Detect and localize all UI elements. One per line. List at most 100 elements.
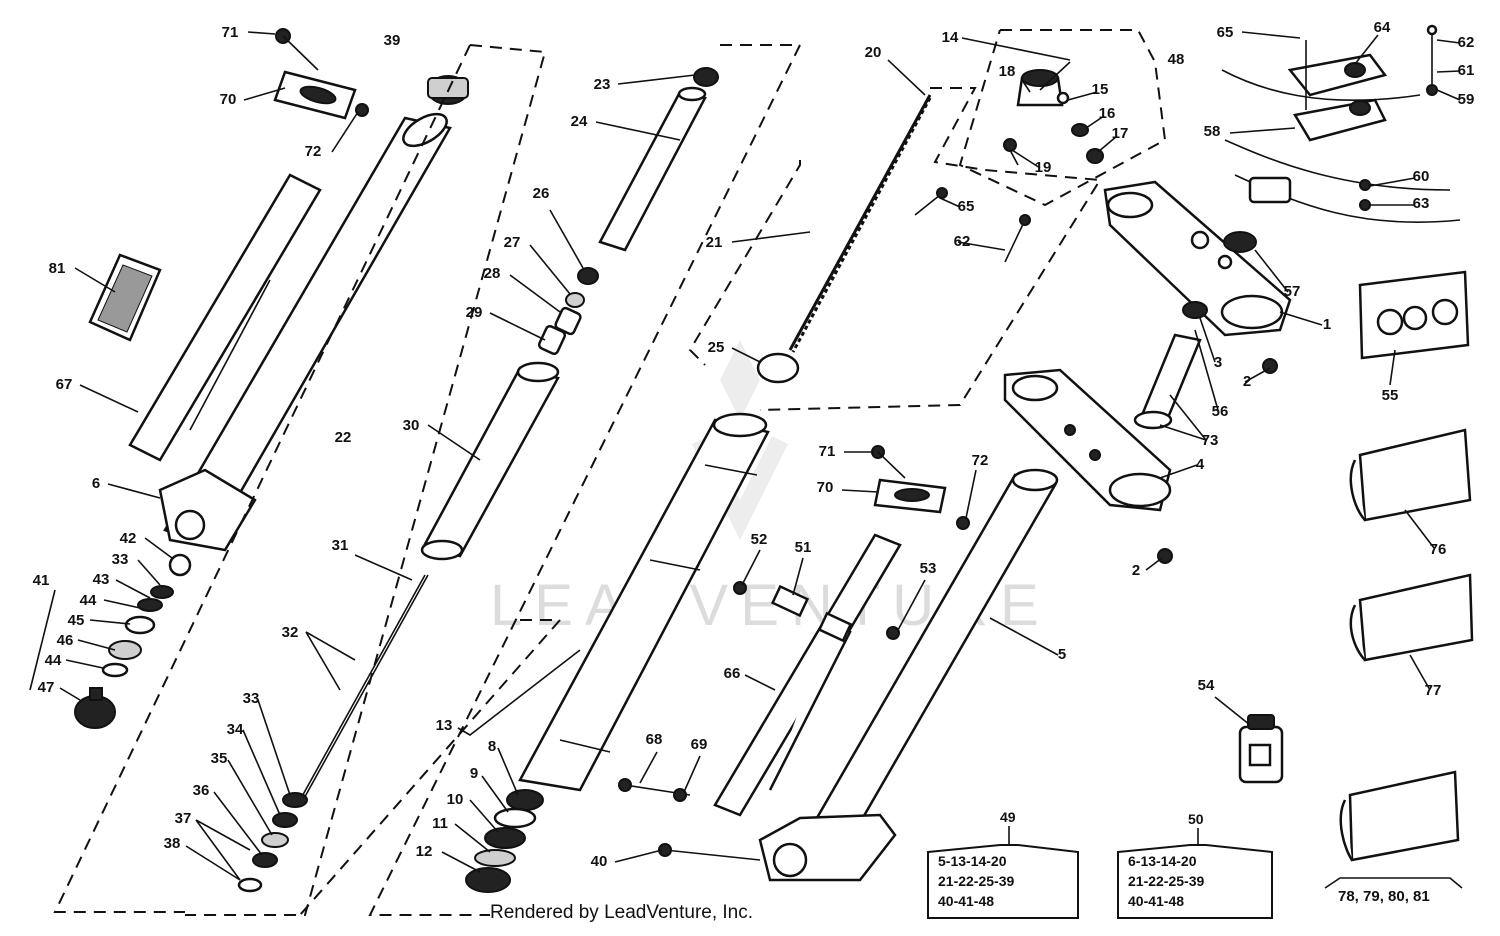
accessory-range-label: 78, 79, 80, 81 (1338, 888, 1430, 905)
callout-23: 23 (594, 76, 611, 93)
callout-41: 41 (33, 572, 50, 589)
callout-53: 53 (920, 560, 937, 577)
damper-rod-group (53, 44, 719, 916)
callout-44: 44 (80, 592, 97, 609)
callout-77: 77 (1425, 682, 1442, 699)
callout-2: 2 (1132, 562, 1140, 579)
callout-33: 33 (243, 690, 260, 707)
callout-29: 29 (466, 304, 483, 321)
callout-28: 28 (484, 265, 501, 282)
callout-63: 63 (1413, 195, 1430, 212)
callout-40: 40 (591, 853, 608, 870)
callout-51: 51 (795, 539, 812, 556)
callout-30: 30 (403, 417, 420, 434)
footer-credit: Rendered by LeadVenture, Inc. (490, 902, 754, 923)
callout-4: 4 (1196, 456, 1205, 473)
callout-54: 54 (1198, 677, 1215, 694)
callout-60: 60 (1413, 168, 1430, 185)
callout-70: 70 (220, 91, 237, 108)
callout-81: 81 (49, 260, 66, 277)
callout-27: 27 (504, 234, 521, 251)
callout-65: 65 (1217, 24, 1234, 41)
callout-19: 19 (1035, 159, 1052, 176)
callout-17: 17 (1112, 125, 1129, 142)
callout-32: 32 (282, 624, 299, 641)
callout-52: 52 (751, 531, 768, 548)
callout-24: 24 (571, 113, 588, 130)
callout-43: 43 (93, 571, 110, 588)
callout-76: 76 (1430, 541, 1447, 558)
callout-25: 25 (708, 339, 725, 356)
kit-line: 6-13-14-20 (1128, 853, 1197, 869)
callout-66: 66 (724, 665, 741, 682)
callout-2: 2 (1243, 373, 1251, 390)
callout-71: 71 (222, 24, 239, 41)
callout-42: 42 (120, 530, 137, 547)
callout-62: 62 (954, 233, 971, 250)
callout-69: 69 (691, 736, 708, 753)
callout-33: 33 (112, 551, 129, 568)
callout-68: 68 (646, 731, 663, 748)
callout-62: 62 (1458, 34, 1475, 51)
right-outer-tube-group (618, 445, 1059, 882)
callout-55: 55 (1382, 387, 1399, 404)
kit-line: 5-13-14-20 (938, 853, 1007, 869)
callout-14: 14 (942, 29, 959, 46)
kit-line: 21-22-25-39 (1128, 873, 1204, 889)
kit-line: 40-41-48 (1128, 893, 1184, 909)
callout-1: 1 (1323, 316, 1331, 333)
kit-line: 40-41-48 (938, 893, 994, 909)
callout-15: 15 (1092, 81, 1109, 98)
callout-34: 34 (227, 721, 244, 738)
callout-31: 31 (332, 537, 349, 554)
accessories-group (1238, 270, 1474, 889)
callout-26: 26 (533, 185, 550, 202)
callout-36: 36 (193, 782, 210, 799)
callout-47: 47 (38, 679, 55, 696)
top-cap-group (958, 29, 1167, 207)
callout-45: 45 (68, 612, 85, 629)
callout-13: 13 (436, 717, 453, 734)
triple-clamp-group (1003, 180, 1292, 564)
callout-48: 48 (1168, 51, 1185, 68)
callout-73: 73 (1202, 432, 1219, 449)
callout-61: 61 (1458, 62, 1475, 79)
kit-line: 21-22-25-39 (938, 873, 1014, 889)
callout-39: 39 (384, 32, 401, 49)
callout-46: 46 (57, 632, 74, 649)
bolts-mid (914, 187, 1031, 263)
callout-65: 65 (958, 198, 975, 215)
callout-58: 58 (1204, 123, 1221, 140)
callout-9: 9 (470, 765, 478, 782)
callout-3: 3 (1214, 354, 1222, 371)
leader-lines (29, 31, 1461, 881)
callout-20: 20 (865, 44, 882, 61)
handlebar-clamp-group (1221, 24, 1461, 223)
callout-57: 57 (1284, 283, 1301, 300)
callout-44: 44 (45, 652, 62, 669)
callout-64: 64 (1374, 19, 1391, 36)
callout-18: 18 (999, 63, 1016, 80)
callout-37: 37 (175, 810, 192, 827)
callout-38: 38 (164, 835, 181, 852)
callout-16: 16 (1099, 105, 1116, 122)
callout-22: 22 (335, 429, 352, 446)
callout-35: 35 (211, 750, 228, 767)
kit-box-49: 49 5-13-14-20 21-22-25-39 40-41-48 (927, 809, 1079, 919)
inner-tube-group (299, 44, 802, 916)
callout-71: 71 (819, 443, 836, 460)
callout-70: 70 (817, 479, 834, 496)
callout-72: 72 (972, 452, 989, 469)
kit-box-50: 50 6-13-14-20 21-22-25-39 40-41-48 (1117, 811, 1273, 919)
callout-72: 72 (305, 143, 322, 160)
callout-11: 11 (432, 815, 448, 832)
callout-5: 5 (1058, 646, 1066, 663)
left-outer-tube-group (74, 28, 469, 729)
fork-spring-group (688, 87, 1102, 411)
kit-id: 50 (1188, 811, 1204, 827)
callout-59: 59 (1458, 91, 1475, 108)
callout-6: 6 (92, 475, 100, 492)
callout-8: 8 (488, 738, 496, 755)
